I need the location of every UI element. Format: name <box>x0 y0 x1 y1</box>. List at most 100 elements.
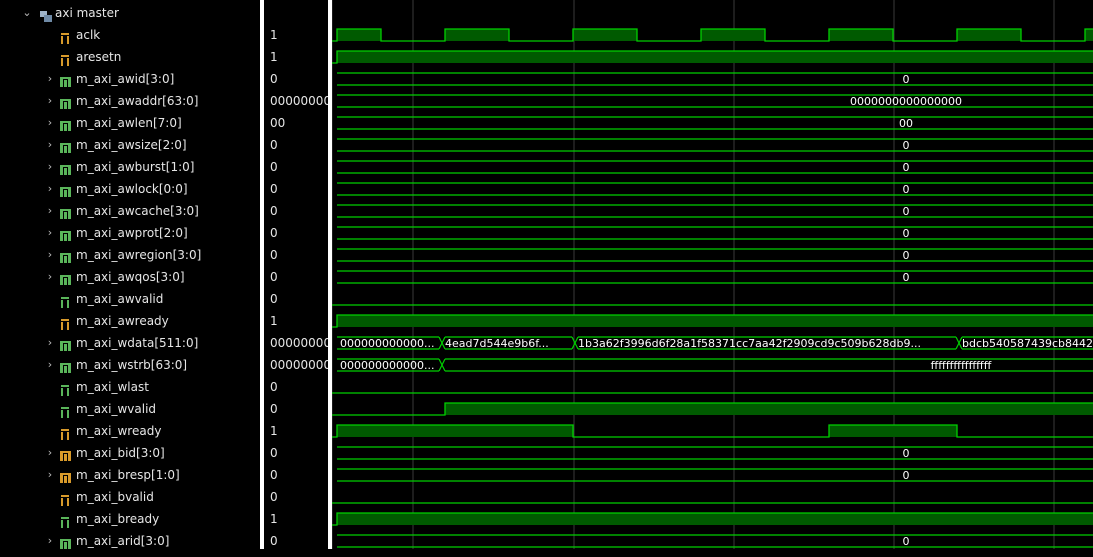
signal-row[interactable]: m_axi_awready <box>0 310 260 332</box>
wave-high-fill <box>337 51 1093 63</box>
wave-high-fill <box>337 315 1093 327</box>
bus-segment <box>337 446 1093 460</box>
bus-value-label: 0 <box>903 447 910 460</box>
signal-value: 0 <box>270 534 278 548</box>
wire-orange-icon <box>60 425 71 440</box>
signal-row[interactable]: aresetn <box>0 46 260 68</box>
chevron-right-icon[interactable]: › <box>47 226 53 239</box>
chevron-right-icon[interactable]: › <box>47 94 53 107</box>
signal-row[interactable]: ›m_axi_awsize[2:0] <box>0 134 260 156</box>
wave-high-fill <box>701 29 765 41</box>
signal-name: m_axi_awready <box>76 314 169 328</box>
bus-value-label: 0 <box>903 227 910 240</box>
signal-row[interactable]: ›m_axi_bid[3:0] <box>0 442 260 464</box>
signal-row[interactable]: ›m_axi_awburst[1:0] <box>0 156 260 178</box>
wire-green-icon <box>60 381 71 396</box>
signal-row[interactable]: ›m_axi_awprot[2:0] <box>0 222 260 244</box>
bus-segment <box>337 116 1093 130</box>
bus-transition <box>438 358 446 372</box>
chevron-right-icon[interactable]: › <box>47 358 53 371</box>
bus-segment <box>962 336 1093 350</box>
signal-row[interactable]: › m_axi_awaddr[63:0] <box>0 90 260 112</box>
wire-orange-icon <box>60 51 71 66</box>
signal-value: 1 <box>270 28 278 42</box>
chevron-right-icon[interactable]: › <box>47 116 53 129</box>
signal-row[interactable]: › m_axi_awcache[3:0] <box>0 200 260 222</box>
bus-segment <box>445 336 572 350</box>
signal-name: m_axi_bresp[1:0] <box>76 468 180 482</box>
chevron-right-icon[interactable]: › <box>47 72 53 85</box>
chevron-right-icon[interactable]: › <box>47 336 53 349</box>
signal-row[interactable]: › m_axi_bresp[1:0] <box>0 464 260 486</box>
signal-name: m_axi_awlock[0:0] <box>76 182 188 196</box>
signal-value: 0 <box>270 248 278 262</box>
chevron-right-icon[interactable]: › <box>47 182 53 195</box>
bus-value-label: 0 <box>903 271 910 284</box>
chevron-right-icon[interactable]: › <box>47 204 53 217</box>
bus-value-label: bdcb540587439cb8442 <box>962 337 1093 350</box>
signal-row[interactable]: ›m_axi_arid[3:0] <box>0 530 260 552</box>
chevron-right-icon[interactable]: › <box>47 468 53 481</box>
chevron-right-icon[interactable]: › <box>47 160 53 173</box>
bus-segment <box>578 336 956 350</box>
signal-row[interactable]: m_axi_wlast <box>0 376 260 398</box>
signal-value: 1 <box>270 424 278 438</box>
signal-name: m_axi_awcache[3:0] <box>76 204 199 218</box>
chevron-right-icon[interactable]: › <box>47 138 53 151</box>
wave-high-fill <box>829 29 893 41</box>
bus-segment <box>337 182 1093 196</box>
signal-row[interactable]: aclk <box>0 24 260 46</box>
signal-row[interactable]: m_axi_awvalid <box>0 288 260 310</box>
pane-divider[interactable] <box>328 0 332 549</box>
bus-green-icon <box>60 249 71 263</box>
signal-row[interactable]: ›m_axi_awlen[7:0] <box>0 112 260 134</box>
signal-row[interactable]: m_axi_bready <box>0 508 260 530</box>
chevron-right-icon[interactable]: › <box>47 248 53 261</box>
bus-green-icon <box>60 117 71 131</box>
signal-value: 0000000000000000 <box>270 94 328 108</box>
group-axi-master[interactable]: ⌄axi master <box>0 2 260 24</box>
bus-transition <box>438 336 446 350</box>
signal-waveform <box>332 402 1093 416</box>
chevron-right-icon[interactable]: › <box>47 270 53 283</box>
signal-name: m_axi_awaddr[63:0] <box>76 94 199 108</box>
signal-name: aclk <box>76 28 101 42</box>
signal-row[interactable]: m_axi_wready <box>0 420 260 442</box>
signal-waveform <box>332 424 1093 438</box>
bus-orange-icon <box>60 469 71 483</box>
bus-green-icon <box>60 227 71 241</box>
pane-divider[interactable] <box>260 0 264 549</box>
bus-segment <box>337 336 439 350</box>
bus-segment <box>337 534 1093 548</box>
signal-row[interactable]: ›m_axi_awqos[3:0] <box>0 266 260 288</box>
bus-green-icon <box>60 271 71 285</box>
bus-green-icon <box>60 161 71 175</box>
chevron-right-icon[interactable]: › <box>47 534 53 547</box>
bus-segment <box>337 160 1093 174</box>
signal-row[interactable]: m_axi_bvalid <box>0 486 260 508</box>
chevron-down-icon[interactable]: ⌄ <box>22 6 32 19</box>
wave-high-fill <box>829 425 957 437</box>
signal-value: 0 <box>270 490 278 504</box>
signal-row[interactable]: › m_axi_awlock[0:0] <box>0 178 260 200</box>
waveform-canvas[interactable]: 00000000000000000000000000000000000000..… <box>332 0 1093 549</box>
signal-row[interactable]: ›m_axi_wdata[511:0] <box>0 332 260 354</box>
signal-value: 0 <box>270 380 278 394</box>
signal-value: 0000000000000000000000000000000000000000… <box>270 336 328 350</box>
chevron-right-icon[interactable]: › <box>47 446 53 459</box>
signal-value: 0 <box>270 446 278 460</box>
signal-name: aresetn <box>76 50 122 64</box>
signal-value-pane: 1100000000000000000000000000010000000000… <box>264 0 328 549</box>
bus-segment <box>337 468 1093 482</box>
signal-row[interactable]: ›m_axi_awregion[3:0] <box>0 244 260 266</box>
bus-value-label: 0 <box>903 139 910 152</box>
signal-value: 0 <box>270 138 278 152</box>
wire-orange-icon <box>60 29 71 44</box>
bus-green-icon <box>60 139 71 153</box>
signal-row[interactable]: m_axi_wvalid <box>0 398 260 420</box>
signal-row[interactable]: ›m_axi_awid[3:0] <box>0 68 260 90</box>
signal-row[interactable]: ›m_axi_wstrb[63:0] <box>0 354 260 376</box>
bus-value-label: 1b3a62f3996d6f28a1f58371cc7aa42f2909cd9c… <box>578 337 921 350</box>
